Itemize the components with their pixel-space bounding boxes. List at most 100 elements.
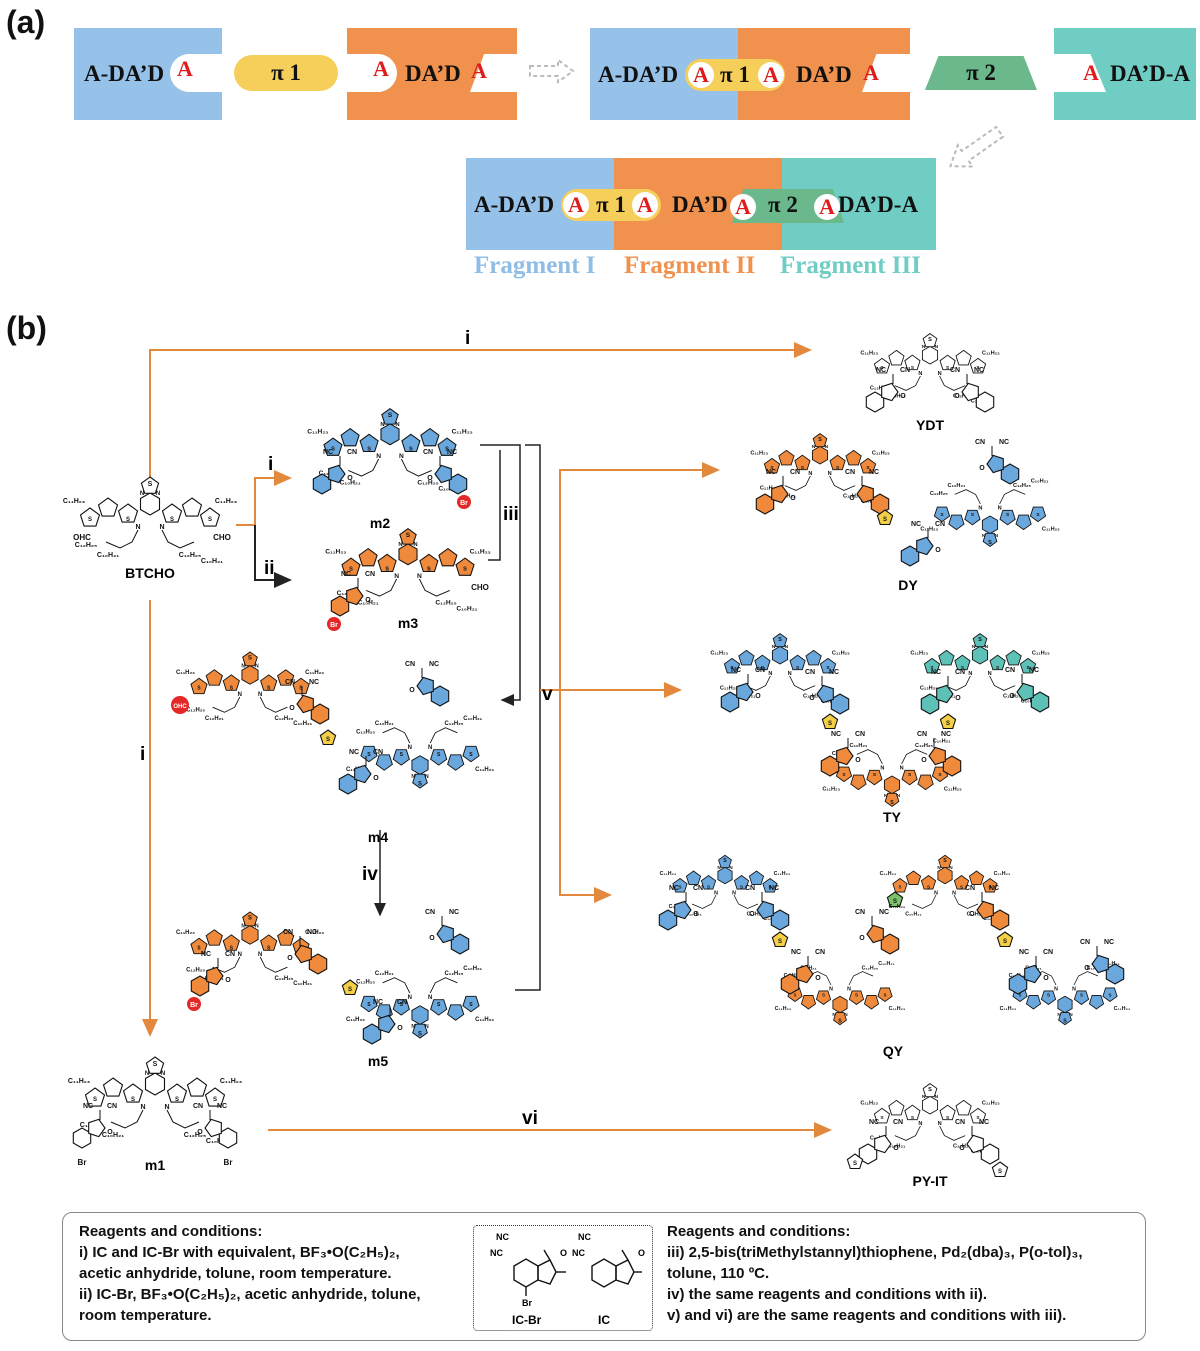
atom-label: S	[406, 532, 411, 539]
fragment-1-label: Fragment I	[474, 252, 596, 279]
atom-label: C₁₂H₂₅	[720, 686, 738, 692]
atom-label: S	[93, 1097, 97, 1103]
atom-label: N	[832, 1012, 835, 1017]
atom-label: O	[107, 1129, 113, 1136]
atom-label: S	[170, 517, 174, 523]
atom-label: N	[772, 644, 776, 650]
ic-structures-box: NC NC O Br NC NC O IC-Br IC	[473, 1225, 653, 1331]
atom-label: NC	[999, 439, 1009, 446]
atom-label: NC	[447, 449, 457, 456]
atom-label: CN	[365, 571, 375, 578]
atom-label: N	[159, 524, 164, 531]
atom-label: S	[778, 939, 782, 945]
molecule-ydt: SNNSSSSNNC₁₀H₂₁C₁₂H₂₅C₁₂H₂₅C₁₀H₂₁C₁₁H₂₃C…	[860, 333, 1000, 404]
dy-thiophene: S	[876, 509, 894, 526]
atom-label: CN	[855, 731, 865, 738]
atom-label: N	[952, 890, 956, 896]
atom-label: N	[844, 1012, 847, 1017]
step-iii: iii	[503, 504, 519, 525]
dashed-arrow-diagonal	[949, 125, 1005, 168]
ic-label: IC	[598, 1313, 610, 1327]
atom-label: C₁₂H₂₅	[862, 965, 879, 971]
atom-label: C₁₀H₂₁	[878, 961, 895, 967]
pi1-label: π 1	[271, 60, 301, 85]
atom-label: C₁₂H₂₅	[760, 486, 778, 492]
atom-label: S	[801, 465, 805, 471]
atom-label: CN	[975, 439, 985, 446]
atom-label: N	[918, 371, 922, 377]
atom-label: S	[883, 992, 886, 997]
atom-label: N	[808, 471, 812, 477]
step-v: v	[542, 684, 553, 705]
atom-label: N	[255, 663, 259, 669]
atom-label: S	[842, 772, 846, 778]
reaction-arrows	[142, 342, 832, 1138]
atom-label: N	[376, 453, 381, 460]
atom-label: S	[793, 992, 796, 997]
atom-label: CN	[283, 929, 293, 936]
atom-label: CN	[935, 521, 945, 528]
atom-label: NC	[931, 669, 941, 676]
atom-label: N	[396, 422, 400, 428]
atom-label: N	[238, 692, 242, 698]
atom-label: N	[788, 671, 792, 677]
atom-label: N	[161, 1071, 165, 1077]
conditions-left: Reagents and conditions: i) IC and IC-Br…	[79, 1221, 479, 1326]
atom-label: C₁₀H₂₁	[933, 738, 951, 744]
atom-label: S	[976, 365, 980, 371]
atom-label: N	[922, 344, 926, 350]
atom-label: C₁₀H₂₁	[850, 743, 868, 749]
atom-label: S	[175, 1097, 179, 1103]
atom-label: C₁₀H₂₁	[1103, 961, 1120, 967]
final-label-3: DA’D-A	[838, 192, 919, 217]
atom-label: N	[414, 542, 418, 548]
atom-label: S	[898, 884, 901, 889]
arrow-ii-to-m3	[254, 525, 292, 588]
atom-label: Br	[224, 1158, 233, 1167]
molecule-m3: SNNSSSSNNC₁₀H₂₁C₁₂H₂₅C₁₂H₂₅C₁₀H₂₁C₁₁H₂₃C…	[325, 528, 491, 612]
step-i-left: i	[140, 744, 145, 765]
atom-label: O	[809, 695, 815, 702]
atom-label: C₁₂H₂₅	[930, 491, 948, 497]
atom-label: C₁₂H₂₅	[803, 694, 821, 700]
atom-label: N	[1072, 986, 1076, 992]
atom-label: O	[921, 757, 927, 764]
atom-label: S	[88, 517, 92, 523]
ic-o: O	[638, 1248, 645, 1258]
atom-label: S	[822, 992, 825, 997]
atom-label: C₁₁H₂₃	[774, 871, 791, 877]
atom-label: S	[400, 752, 404, 758]
atom-label: N	[255, 923, 259, 929]
atom-label: N	[135, 524, 140, 531]
acceptor-marker: A	[688, 62, 714, 88]
atom-label: C₁₂H₂₅	[747, 911, 764, 917]
acceptor-marker: A	[172, 56, 198, 82]
atom-label: N	[900, 766, 904, 772]
atom-label: S	[197, 685, 201, 691]
atom-label: N	[1069, 1012, 1072, 1017]
atom-label: C₁₁H₂₃	[470, 548, 491, 555]
atom-label: N	[258, 952, 262, 958]
atom-label: S	[1080, 992, 1083, 997]
atom-label: C₁₁H₂₃	[475, 1017, 494, 1023]
atom-label: S	[418, 1032, 422, 1038]
atom-label: S	[469, 1002, 473, 1008]
atom-label: S	[388, 412, 393, 419]
atom-label: C₁₀H₂₁	[201, 558, 223, 565]
atom-label: S	[385, 566, 389, 572]
atom-label: NC	[979, 1119, 989, 1126]
atom-label: C₁₁H₂₃	[1032, 650, 1050, 656]
atom-label: O	[969, 911, 975, 918]
atom-label: S	[437, 1002, 441, 1008]
atom-label: CN	[965, 885, 975, 892]
atom-label: S	[230, 685, 234, 691]
atom-label: C₁₂H₂₅	[186, 707, 205, 713]
atom-label: C₁₀H₂₁	[948, 483, 966, 489]
atom-label: S	[678, 884, 681, 889]
atom-label: C₁₀H₂₁	[340, 480, 361, 487]
